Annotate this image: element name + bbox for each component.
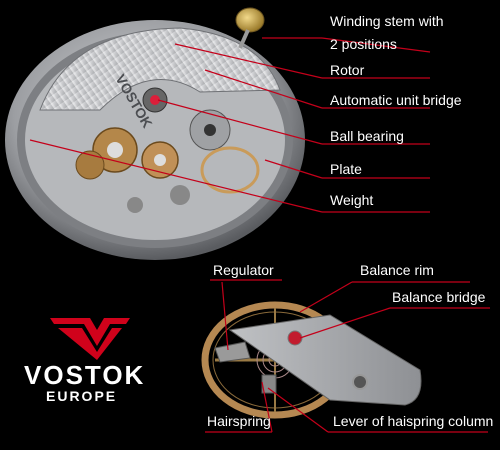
label-regulator: Regulator xyxy=(213,262,274,278)
label-winding-stem-line1: Winding stem with xyxy=(330,13,444,29)
label-rotor: Rotor xyxy=(330,62,365,78)
winding-crown xyxy=(235,7,265,49)
label-ball-bearing: Ball bearing xyxy=(330,128,404,144)
gear-train xyxy=(75,87,260,213)
brand-subname: EUROPE xyxy=(46,388,118,404)
label-winding-stem-line2: 2 positions xyxy=(330,36,397,52)
label-balance-rim: Balance rim xyxy=(360,262,434,278)
label-winding-stem-2: 2 positions xyxy=(330,36,397,52)
callout-lines xyxy=(29,37,490,433)
label-plate: Plate xyxy=(330,161,362,177)
label-automatic-unit-bridge: Automatic unit bridge xyxy=(330,92,462,108)
label-weight: Weight xyxy=(330,192,374,208)
label-balance-bridge: Balance bridge xyxy=(392,289,486,305)
brand-name: VOSTOK xyxy=(24,360,146,390)
label-lever-of-hairspring-column: Lever of haispring column xyxy=(333,413,494,429)
balance-assembly xyxy=(201,301,422,419)
label-winding-stem: Winding stem with xyxy=(330,13,444,29)
label-hairspring: Hairspring xyxy=(207,413,271,429)
brand-logo-mark xyxy=(50,318,130,360)
